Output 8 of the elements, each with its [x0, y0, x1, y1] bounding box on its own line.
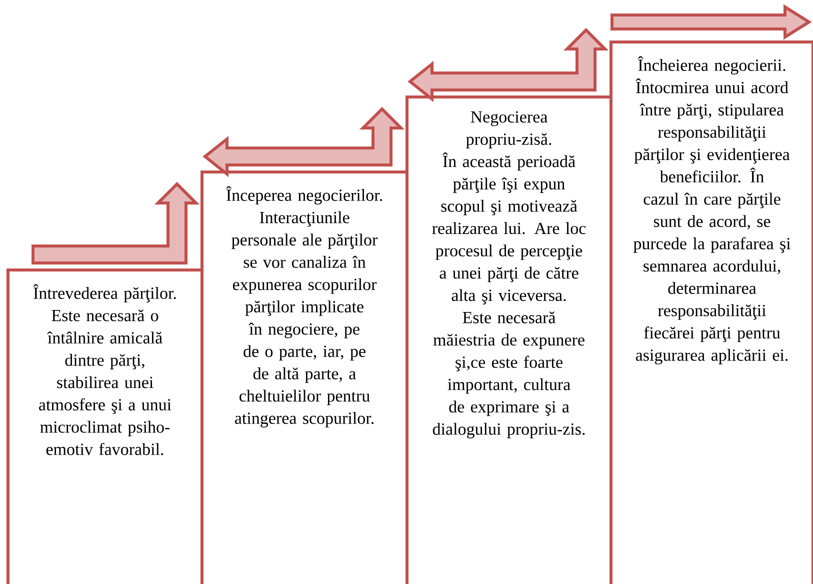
- bent-arrow: [32, 182, 200, 264]
- step-box: Negocierea propriu-zisă. În această perioadă părţile îşi expun scopul şi motivează realizarea lui. Are loc procesul de percepţie a unei părţi de către alta şi viceversa. Este necesară măiestria de expunere şi,ce este foarte important, cultura de exprimare şi a dialogului propriu-zis.: [406, 96, 612, 584]
- step-box: Încheierea negocierii. Întocmirea unui acord între părţi, stipularea responsabilităţii părţilor şi evidenţierea beneficiilor. În cazul în care părţile sunt de acord, se purcede la parafarea şi semnarea acordului, determinarea responsabilităţii fiecărei părţi pentru asigurarea aplicării ei.: [610, 40, 813, 584]
- step-box: Întrevederea părţilor. Este necesară o întâlnire amicală dintre părţi, stabilirea unei atmosfere şi a unui microclimat psiho-emotiv favorabil.: [6, 268, 204, 584]
- bent-arrow: [408, 28, 609, 102]
- step-box: Începerea negocierilor. Interacţiunile personale ale părţilor se vor canaliza în expunerea scopurilor părţilor implicate în negociere, pe de o parte, iar, pe de altă parte, a cheltuielilor pentru atingerea scopurilor.: [200, 170, 408, 584]
- bent-arrow: [202, 106, 405, 178]
- block-arrow: [610, 4, 812, 40]
